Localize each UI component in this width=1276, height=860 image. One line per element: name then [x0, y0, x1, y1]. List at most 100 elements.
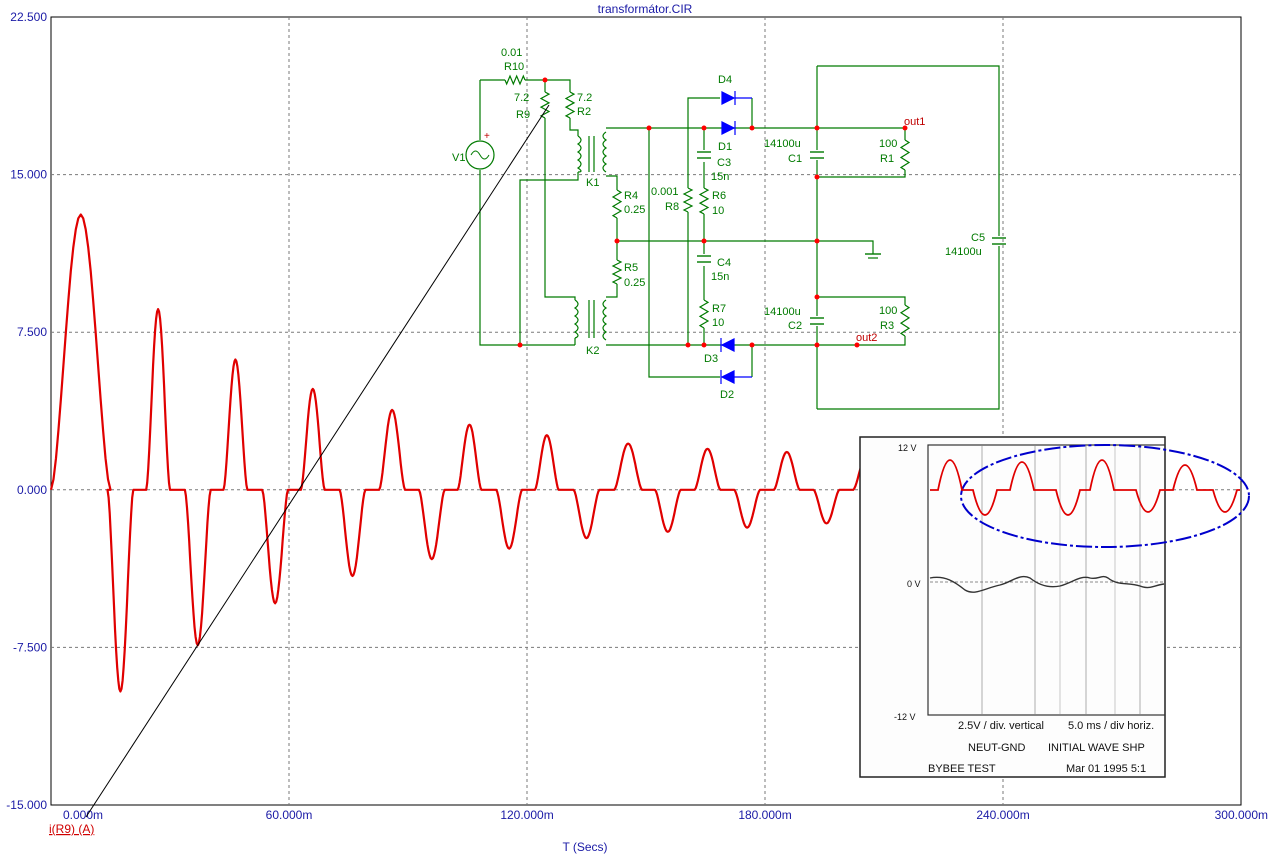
r5-value: 0.25	[624, 277, 645, 289]
x-tick-label: 180.000m	[738, 808, 791, 822]
resistor-r1-icon	[899, 139, 911, 171]
scope-horiz-scale: 5.0 ms / div horiz.	[1068, 720, 1154, 732]
r4-name: R4	[624, 190, 638, 202]
node-dot	[814, 125, 820, 131]
r7-name: R7	[712, 303, 726, 315]
resistor-r3-icon	[899, 304, 911, 337]
diode-d2-icon	[720, 370, 752, 384]
resistor-r2-icon	[564, 91, 576, 119]
node-dot	[814, 174, 820, 180]
x-axis-label: T (Secs)	[562, 840, 607, 854]
y-tick-label: 7.500	[17, 325, 47, 339]
x-tick-label: 0.000m	[63, 808, 103, 822]
resistor-r6-icon	[698, 187, 710, 215]
r1-name: R1	[880, 153, 894, 165]
node-dot	[814, 342, 820, 348]
r5-name: R5	[624, 262, 638, 274]
c5-value: 14100u	[945, 246, 982, 258]
node-dot	[701, 238, 707, 244]
v1-name: V1	[452, 152, 465, 164]
capacitor-c3-icon	[697, 151, 711, 159]
node-dot	[646, 125, 652, 131]
scope-trace-bottom	[929, 575, 1165, 593]
x-tick-label: 240.000m	[976, 808, 1029, 822]
r9-value: 7.2	[514, 92, 529, 104]
diode-d1-icon	[721, 121, 736, 135]
r3-value: 100	[879, 305, 897, 317]
resistor-r5-icon	[611, 259, 623, 285]
node-dot	[902, 125, 908, 131]
c3-value: 15n	[711, 171, 729, 183]
c1-name: C1	[788, 153, 802, 165]
c4-value: 15n	[711, 271, 729, 283]
scope-screen	[927, 444, 1166, 716]
resistor-r7-icon	[698, 299, 710, 329]
v1-plus-icon: +	[484, 131, 490, 142]
r8-value: 0.001	[651, 186, 679, 198]
node-dot	[854, 342, 860, 348]
c4-name: C4	[717, 257, 731, 269]
node-dot	[701, 342, 707, 348]
d3-name: D3	[704, 353, 718, 365]
x-tick-label: 120.000m	[500, 808, 553, 822]
c2-value: 14100u	[764, 306, 801, 318]
legend-series-i-r9[interactable]: i(R9) (A)	[49, 822, 94, 836]
capacitor-c4-icon	[697, 255, 711, 263]
node-dot	[814, 238, 820, 244]
r2-value: 7.2	[577, 92, 592, 104]
y-tick-label: 0.000	[17, 483, 47, 497]
d1-name: D1	[718, 141, 732, 153]
oscilloscope-inset: 12 V 0 V -12 V 2.5V / div. vertical 5.0 …	[859, 436, 1250, 778]
plot-frame	[50, 16, 1242, 806]
y-tick-label: 22.500	[10, 10, 47, 24]
k1-name: K1	[586, 177, 599, 189]
y-tick-label: 15.000	[10, 168, 47, 182]
node-dot	[614, 238, 620, 244]
resistor-r10-icon	[504, 74, 526, 86]
capacitor-c5-icon	[992, 237, 1006, 245]
annotation-leader-line	[85, 104, 550, 818]
window-title: transformátor.CIR	[598, 2, 693, 16]
net-label-out2: out2	[856, 332, 877, 344]
voltage-source-v1-icon	[465, 140, 495, 170]
r10-value: 0.01	[501, 47, 522, 59]
y-tick-label: -15.000	[6, 798, 47, 812]
r4-value: 0.25	[624, 204, 645, 216]
x-tick-label: 300.000m	[1215, 808, 1268, 822]
transformer-k2-icon	[573, 299, 608, 341]
r8-name: R8	[665, 201, 679, 213]
c5-name: C5	[971, 232, 985, 244]
scope-test-label: BYBEE TEST	[928, 763, 996, 775]
resistor-r8-icon	[682, 187, 694, 213]
capacitor-c1-icon	[810, 151, 824, 159]
node-dot	[701, 125, 707, 131]
d4-name: D4	[718, 74, 732, 86]
scope-trace-red	[930, 459, 1240, 516]
x-tick-labels: 0.000m 60.000m 120.000m 180.000m 240.000m 300…	[63, 808, 1268, 822]
circuit-schematic	[479, 65, 1000, 410]
node-dot	[517, 342, 523, 348]
node-dot	[749, 342, 755, 348]
r9-name: R9	[516, 109, 530, 121]
scope-date: Mar 01 1995 5:1	[1066, 763, 1146, 775]
inset-frame	[859, 436, 1166, 778]
scope-channel: NEUT-GND	[968, 742, 1026, 754]
c3-name: C3	[717, 157, 731, 169]
r6-value: 10	[712, 205, 724, 217]
schematic-labels: 0.01 R10 7.2 R9 7.2 R2 V1 K1 K2 R4 0.25 …	[452, 47, 985, 401]
node-dot	[542, 77, 548, 83]
r1-value: 100	[879, 138, 897, 150]
series-line-i-r9	[49, 213, 920, 693]
y-tick-label: -7.500	[13, 640, 47, 654]
diode-d4-icon	[721, 91, 752, 105]
highlight-ellipse	[960, 444, 1250, 548]
r7-value: 10	[712, 317, 724, 329]
resistor-r9-icon	[539, 91, 551, 119]
sine-icon	[470, 150, 490, 160]
diode-d3-icon	[720, 338, 735, 352]
capacitor-c2-icon	[810, 317, 824, 325]
transformer-k1-icon	[576, 131, 608, 173]
r3-name: R3	[880, 320, 894, 332]
x-tick-label: 60.000m	[266, 808, 313, 822]
